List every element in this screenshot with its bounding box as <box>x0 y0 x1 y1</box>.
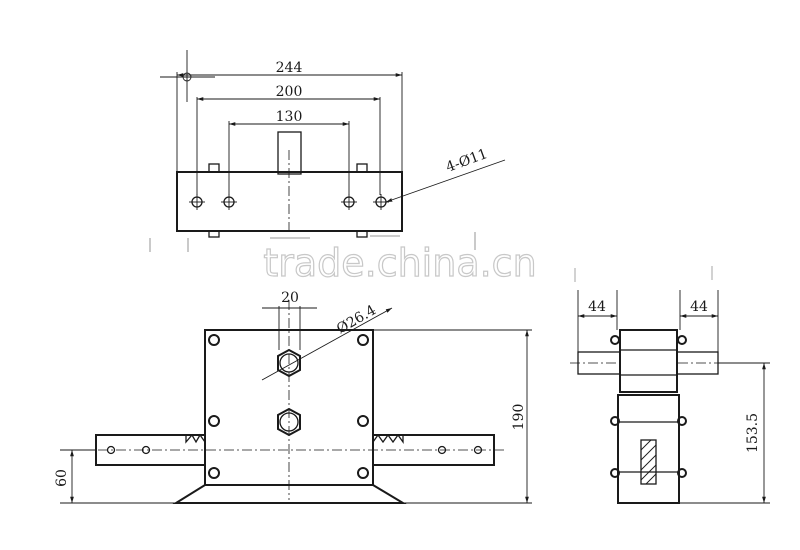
side-view: 44 44 153.5 <box>570 266 770 504</box>
gearbox-body-front <box>204 329 374 486</box>
side-lower-block <box>617 394 680 504</box>
rack-hole-icon <box>106 445 483 455</box>
top-view: 244 200 130 4-Ø11 <box>149 50 506 252</box>
hole-label: 4-Ø11 <box>444 146 490 176</box>
gearbox-body-top <box>176 171 403 232</box>
dim-44-right: 44 <box>690 299 708 315</box>
side-upper-block <box>619 329 678 393</box>
dim-20: 20 <box>281 290 299 306</box>
base-plate <box>172 484 407 504</box>
dim-200: 200 <box>276 84 303 100</box>
shaft <box>277 131 302 175</box>
pinion-hex-icon <box>277 407 301 437</box>
dim-190: 190 <box>511 404 527 431</box>
bolt-icon <box>208 334 369 479</box>
side-bolt-icon <box>610 335 687 478</box>
dim-60: 60 <box>54 469 70 487</box>
dim-153-5: 153.5 <box>745 413 761 453</box>
dim-244: 244 <box>276 60 303 76</box>
dim-44-left: 44 <box>588 299 606 315</box>
shaft-hex-icon <box>277 348 301 378</box>
front-view: 20 Ø26.4 190 60 <box>54 290 532 504</box>
watermark: trade.china.cn <box>263 241 536 285</box>
hatched-insert <box>640 439 657 485</box>
dim-130: 130 <box>276 109 303 125</box>
corner-crosshair-icon <box>160 50 215 102</box>
